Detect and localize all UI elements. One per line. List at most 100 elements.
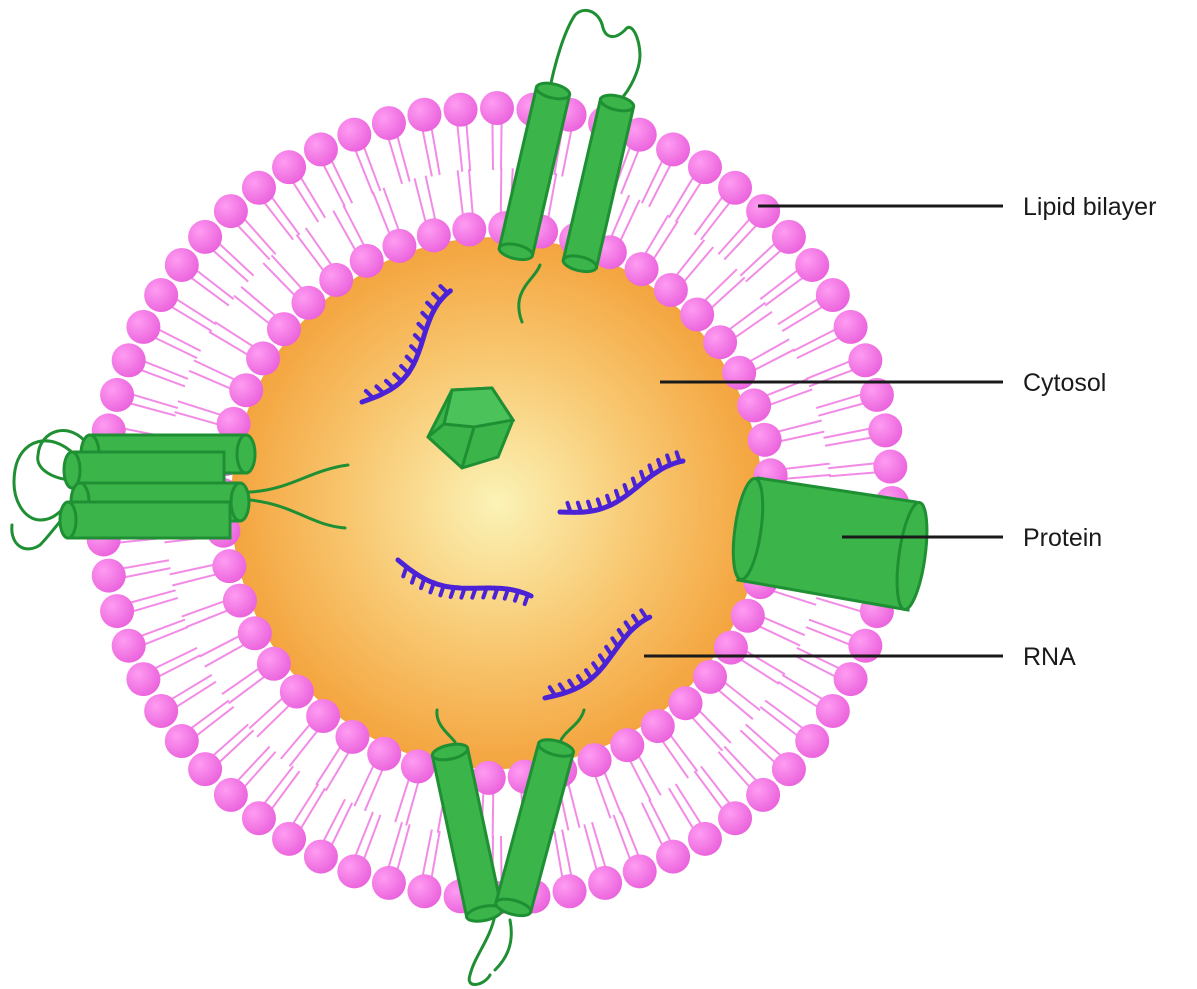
lipid-tail: [189, 371, 231, 389]
lipid-tail: [492, 122, 493, 170]
lipid-tail: [123, 568, 170, 577]
lipid-tail: [670, 735, 698, 772]
lipid-tail: [354, 765, 374, 807]
lipid-tail: [642, 803, 663, 846]
lipid-tail: [458, 170, 463, 216]
lipid-head: [126, 662, 160, 696]
lipid-head: [112, 629, 146, 663]
lipid-head: [816, 694, 850, 728]
lipid-head: [688, 150, 722, 184]
cytosol-label: Cytosol: [1023, 369, 1106, 397]
lipid-tail: [797, 337, 840, 358]
lipid-tail: [711, 278, 745, 309]
lipid-head: [868, 413, 902, 447]
lipid-head: [656, 132, 690, 166]
lipid-head: [795, 724, 829, 758]
lipid-head: [746, 194, 780, 228]
lipid-head: [417, 218, 451, 252]
lipid-tail: [154, 337, 197, 358]
lipid-head: [242, 171, 276, 205]
lipid-tail: [316, 746, 341, 785]
lipid-tail: [364, 815, 381, 860]
lipid-head: [280, 675, 314, 709]
lipid-tail: [785, 475, 831, 479]
lipid-head: [553, 874, 587, 908]
lipid-tail: [257, 705, 290, 737]
lipid-tail: [653, 221, 678, 260]
lipid-tail: [759, 626, 801, 646]
lipid-tail: [331, 160, 352, 203]
lipid-head: [335, 720, 369, 754]
lipid-head: [731, 599, 765, 633]
lipid-head: [257, 647, 291, 681]
lipid-tail: [205, 644, 245, 666]
lipid-tail: [178, 401, 222, 415]
lipid-tail: [395, 778, 409, 822]
lipid-tail: [469, 169, 473, 215]
lipid-head: [718, 801, 752, 835]
lipid-tail: [718, 690, 753, 720]
lipid-tail: [343, 205, 364, 246]
lipid-head: [100, 378, 134, 412]
lipid-tail: [215, 322, 254, 347]
lipid-tail: [649, 164, 671, 207]
lipid-head: [212, 549, 246, 583]
lipid-tail: [170, 565, 215, 575]
lipid-tail: [724, 682, 760, 710]
lipid-tail: [806, 627, 851, 645]
lipid-tail: [501, 122, 502, 170]
lipid-head: [306, 699, 340, 733]
lipid-tail: [676, 240, 704, 276]
lipid-tail: [143, 627, 188, 645]
lipid-tail: [222, 668, 260, 694]
lipid-tail: [175, 412, 219, 424]
lipid-tail: [630, 760, 651, 801]
lipid-tail: [323, 799, 345, 842]
lipid-head: [848, 343, 882, 377]
lipid-tail: [415, 178, 426, 223]
lipid-head: [272, 822, 306, 856]
lipid-head: [188, 752, 222, 786]
lipid-tail: [457, 124, 462, 172]
lipid-head: [337, 854, 371, 888]
lipid-head: [669, 686, 703, 720]
lipid-bilayer-label: Lipid bilayer: [1023, 193, 1156, 221]
lipid-head: [748, 423, 782, 457]
lipid-tail: [423, 830, 432, 877]
lipid-tail: [365, 769, 383, 811]
lipid-head: [656, 840, 690, 874]
lipid-tail: [793, 329, 836, 351]
lipid-tail: [806, 361, 851, 379]
lipid-tail: [290, 730, 318, 766]
lipid-tail: [825, 437, 872, 445]
lipid-tail: [241, 287, 276, 317]
lipid-head: [112, 343, 146, 377]
lipid-head: [214, 778, 248, 812]
lipid-tail: [122, 560, 169, 568]
lipid-tail: [426, 176, 436, 221]
lipid-tail: [784, 464, 830, 469]
lipid-tail: [234, 296, 270, 324]
lipid-tail: [620, 200, 640, 242]
lipid-tail: [281, 724, 311, 759]
lipid-head: [246, 341, 280, 375]
lipid-tail: [140, 370, 185, 387]
lipid-head: [625, 252, 659, 286]
lipid-tail: [614, 815, 631, 860]
lipid-tail: [323, 164, 345, 207]
lipid-tail: [143, 361, 188, 379]
lipid-tail: [364, 146, 381, 191]
lipid-head: [578, 743, 612, 777]
lipid-head: [188, 220, 222, 254]
lipid-head: [623, 854, 657, 888]
lipid-tail: [568, 783, 579, 828]
protein-label: Protein: [1023, 524, 1102, 552]
lipid-tail: [642, 160, 663, 203]
lipid-tail: [611, 195, 629, 237]
lipid-head: [291, 286, 325, 320]
lipid-tail: [158, 329, 201, 351]
lipid-tail: [793, 655, 836, 677]
lipid-head: [126, 310, 160, 344]
lipid-tail: [406, 781, 418, 825]
lipid-tail: [824, 429, 871, 438]
